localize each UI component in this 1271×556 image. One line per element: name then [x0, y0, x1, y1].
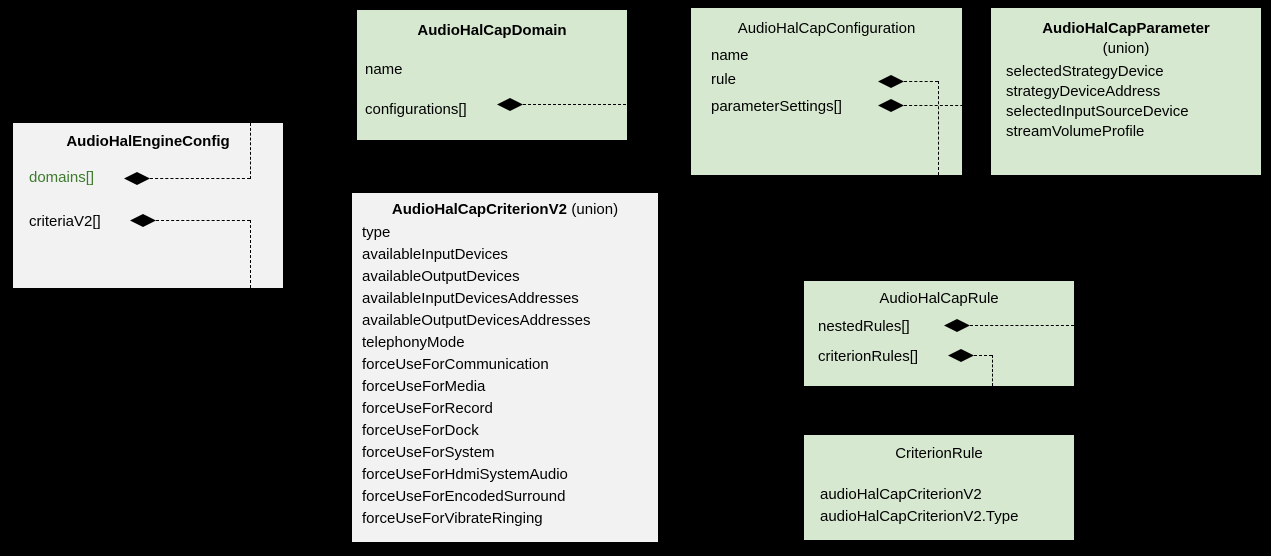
attribute-force-use-for-encoded-surround: forceUseForEncodedSurround	[362, 488, 566, 505]
attribute-force-use-for-dock: forceUseForDock	[362, 422, 479, 439]
aggregation-diamond-parameter-settings	[878, 99, 904, 112]
attribute-parameter-settings: parameterSettings[]	[711, 98, 842, 115]
attribute-force-use-for-communication: forceUseForCommunication	[362, 356, 549, 373]
class-subtitle-cap-parameter: (union)	[1102, 40, 1150, 57]
attribute-strategy-device-address: strategyDeviceAddress	[1006, 83, 1161, 100]
attribute-force-use-for-system: forceUseForSystem	[362, 444, 495, 461]
attribute-domain-name: name	[365, 61, 403, 78]
attribute-criterion-rules: criterionRules[]	[818, 348, 919, 365]
class-box-audio-hal-cap-rule[interactable]: AudioHalCapRule nestedRules[] criterionR…	[804, 281, 1074, 386]
class-box-audio-hal-engine-config[interactable]: AudioHalEngineConfig domains[] criteriaV…	[13, 123, 283, 288]
attribute-force-use-for-vibrate-ringing: forceUseForVibrateRinging	[362, 510, 543, 527]
connector-rule-vertical	[938, 81, 939, 175]
attribute-domains: domains[]	[29, 169, 95, 186]
class-box-audio-hal-cap-criterion-v2[interactable]: AudioHalCapCriterionV2 (union) type avai…	[352, 193, 658, 542]
attribute-selected-input-source-device: selectedInputSourceDevice	[1006, 103, 1189, 120]
aggregation-diamond-nested-rules	[944, 319, 970, 332]
attribute-force-use-for-media: forceUseForMedia	[362, 378, 486, 395]
attribute-criterion-type: type	[362, 224, 391, 241]
class-subtitle-cap-criterion-v2: (union)	[571, 201, 619, 218]
attribute-selected-strategy-device: selectedStrategyDevice	[1006, 63, 1164, 80]
connector-rule-horizontal	[904, 81, 938, 82]
connector-parameter-settings-horizontal	[904, 105, 994, 106]
class-title-cap-configuration: AudioHalCapConfiguration	[737, 20, 916, 37]
connector-nested-rules-horizontal	[970, 325, 1074, 326]
class-title-cap-rule: AudioHalCapRule	[879, 290, 999, 307]
aggregation-diamond-configurations	[497, 98, 523, 111]
connector-criteria-horizontal	[156, 220, 250, 221]
attribute-audio-hal-cap-criterion-v2: audioHalCapCriterionV2	[820, 486, 982, 503]
attribute-audio-hal-cap-criterion-v2-type: audioHalCapCriterionV2.Type	[820, 508, 1019, 525]
class-box-criterion-rule[interactable]: CriterionRule audioHalCapCriterionV2 aud…	[804, 435, 1074, 540]
attribute-force-use-for-record: forceUseForRecord	[362, 400, 493, 417]
attribute-nested-rules: nestedRules[]	[818, 318, 910, 335]
aggregation-diamond-criterion-rules	[948, 349, 974, 362]
attribute-available-output-devices-addresses: availableOutputDevicesAddresses	[362, 312, 591, 329]
class-title-cap-parameter: AudioHalCapParameter	[1042, 20, 1210, 37]
class-box-audio-hal-cap-domain[interactable]: AudioHalCapDomain name configurations[]	[357, 10, 627, 140]
connector-criterion-rules-horizontal	[974, 355, 992, 356]
class-title-cap-criterion-v2-row: AudioHalCapCriterionV2 (union)	[352, 201, 658, 219]
connector-configurations-horizontal	[523, 104, 701, 105]
class-title-cap-criterion-v2: AudioHalCapCriterionV2	[391, 201, 567, 218]
attribute-stream-volume-profile: streamVolumeProfile	[1006, 123, 1145, 140]
class-box-audio-hal-cap-configuration[interactable]: AudioHalCapConfiguration name rule param…	[691, 8, 962, 175]
attribute-criteria-v2: criteriaV2[]	[29, 213, 101, 230]
class-box-audio-hal-cap-parameter[interactable]: AudioHalCapParameter (union) selectedStr…	[991, 8, 1261, 175]
connector-criteria-vertical	[250, 220, 251, 288]
aggregation-diamond-rule	[878, 75, 904, 88]
attribute-configurations: configurations[]	[365, 101, 467, 118]
class-title-engine-config: AudioHalEngineConfig	[66, 133, 230, 150]
connector-domains-horizontal	[150, 178, 250, 179]
connector-criterion-rules-vertical	[992, 355, 993, 386]
attribute-force-use-for-hdmi-system-audio: forceUseForHdmiSystemAudio	[362, 466, 568, 483]
attribute-config-rule: rule	[711, 71, 737, 88]
attribute-telephony-mode: telephonyMode	[362, 334, 465, 351]
aggregation-diamond-domains	[124, 172, 150, 185]
attribute-available-input-devices-addresses: availableInputDevicesAddresses	[362, 290, 579, 307]
aggregation-diamond-criteria-v2	[130, 214, 156, 227]
attribute-available-input-devices: availableInputDevices	[362, 246, 508, 263]
attribute-config-name: name	[711, 47, 749, 64]
class-title-cap-domain: AudioHalCapDomain	[417, 22, 567, 39]
connector-domains-vertical	[250, 123, 251, 179]
attribute-available-output-devices: availableOutputDevices	[362, 268, 520, 285]
class-title-criterion-rule: CriterionRule	[895, 445, 983, 462]
